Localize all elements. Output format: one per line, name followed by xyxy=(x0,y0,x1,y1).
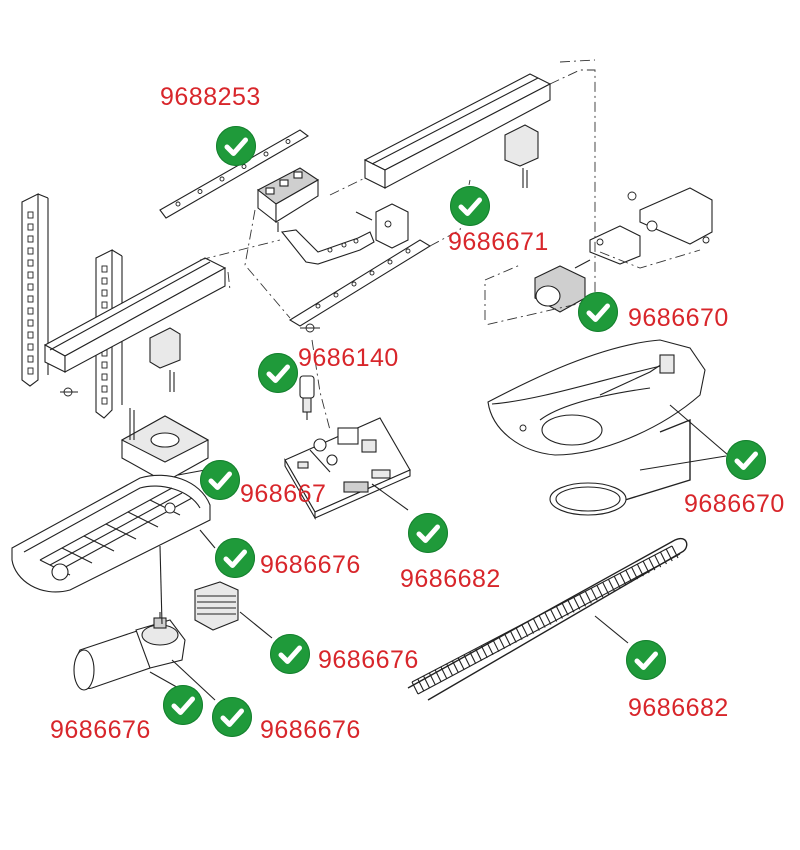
checkmark-icon xyxy=(408,513,448,553)
control-board xyxy=(284,417,411,521)
checkmark-icon xyxy=(163,685,203,725)
part-number-label: 9686670 xyxy=(628,304,729,332)
part-number-label: 968667 xyxy=(240,480,327,508)
checkmark-icon xyxy=(578,292,618,332)
drive-chain xyxy=(407,537,688,701)
part-number-label: 9688253 xyxy=(160,83,261,111)
base-plate xyxy=(11,474,211,593)
checkmark-icon xyxy=(626,640,666,680)
assembly-guides xyxy=(199,59,701,431)
checkmark-icon xyxy=(212,697,252,737)
part-number-label: 9686671 xyxy=(448,228,549,256)
motor xyxy=(73,612,186,691)
checkmark-icon xyxy=(216,126,256,166)
rail-section-left xyxy=(43,257,227,397)
part-number-label: 9686676 xyxy=(260,716,361,744)
shuttle-carriage xyxy=(256,167,320,232)
rail-section-mid xyxy=(288,239,432,333)
checkmark-icon xyxy=(450,186,490,226)
part-number-label: 9686676 xyxy=(260,551,361,579)
checkmark-icon xyxy=(200,460,240,500)
part-number-label: 9686676 xyxy=(318,646,419,674)
checkmark-icon xyxy=(726,440,766,480)
rail-section-top xyxy=(363,73,552,189)
part-number-label: 9686140 xyxy=(298,344,399,372)
sprocket-block xyxy=(120,408,210,483)
arm-bracket xyxy=(355,203,409,249)
shuttle-strap xyxy=(159,129,309,219)
light-bulb xyxy=(299,375,315,420)
part-number-label: 9686676 xyxy=(50,716,151,744)
part-number-label: 9686670 xyxy=(684,490,785,518)
cover-housing xyxy=(487,339,706,516)
part-number-label: 9686682 xyxy=(628,694,729,722)
transformer xyxy=(194,581,239,631)
checkmark-icon xyxy=(258,353,298,393)
checkmark-icon xyxy=(215,538,255,578)
wall-bracket-left xyxy=(21,193,49,387)
part-number-label: 9686682 xyxy=(400,565,501,593)
motor-mount-bracket xyxy=(589,187,713,265)
sprocket-unit xyxy=(534,259,591,313)
checkmark-icon xyxy=(270,634,310,674)
shuttle-arm xyxy=(280,229,375,265)
